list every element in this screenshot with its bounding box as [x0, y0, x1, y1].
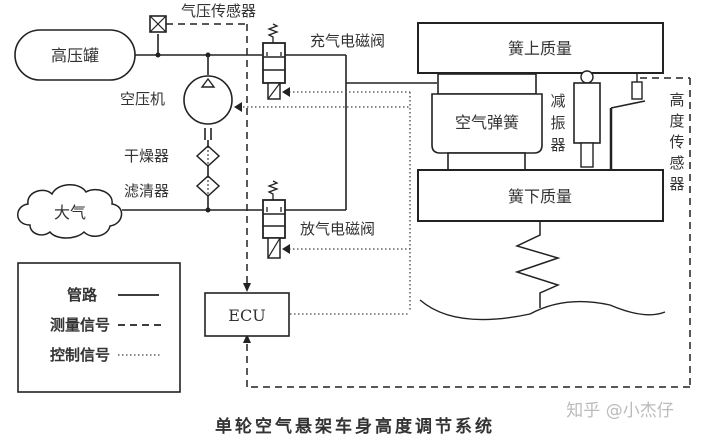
- tank-label: 高压罐: [51, 46, 99, 65]
- filter: 滤清器: [124, 174, 221, 200]
- damper-label-3: 器: [550, 136, 565, 154]
- ecu-label: ECU: [228, 306, 265, 325]
- diagram-title: 单轮空气悬架车身高度调节系统: [215, 416, 495, 437]
- control-arrow-inflate: [282, 87, 290, 97]
- legend: 管路 测量信号 控制信号: [17, 262, 181, 393]
- atmosphere-cloud: 大气: [17, 184, 123, 239]
- unsprung-mass: 簧下质量: [417, 169, 664, 222]
- arrow-to-ecu-bottom: [243, 334, 251, 343]
- dryer: 干燥器: [124, 144, 221, 168]
- height-sensor-label-3: 传: [669, 133, 684, 151]
- air-spring-label: 空气弹簧: [455, 113, 519, 132]
- compressor-label: 空压机: [120, 90, 165, 108]
- air-spring: 空气弹簧: [431, 73, 543, 171]
- inflate-valve-label: 充气电磁阀: [310, 32, 385, 50]
- height-sensor-label-1: 高: [669, 91, 684, 109]
- junction-dot: [155, 52, 161, 58]
- atmosphere-label: 大气: [54, 203, 86, 222]
- junction-dot: [205, 207, 211, 213]
- height-sensor-label-5: 器: [669, 175, 684, 193]
- height-sensor-linkage: [609, 73, 646, 170]
- legend-label-pipeline: 管路: [67, 286, 98, 304]
- damper: 减 振 器: [550, 70, 601, 168]
- watermark: 知乎 @小杰仔: [566, 401, 673, 421]
- damper-label-2: 振: [550, 114, 565, 132]
- sprung-mass-label: 簧上质量: [508, 39, 572, 58]
- ecu: ECU: [204, 292, 290, 337]
- pipelines: [122, 34, 437, 211]
- tire-spring: [514, 221, 561, 308]
- control-arrow-exhaust: [282, 244, 290, 254]
- unsprung-mass-label: 簧下质量: [508, 187, 572, 206]
- high-pressure-tank: 高压罐: [14, 29, 136, 81]
- pressure-sensor-label: 气压传感器: [181, 2, 256, 20]
- pressure-sensor: 气压传感器: [149, 2, 256, 33]
- legend-label-measurement: 测量信号: [50, 316, 110, 334]
- dryer-label: 干燥器: [124, 147, 169, 165]
- arrow-to-ecu-top: [243, 283, 251, 292]
- control-signals: [243, 91, 411, 315]
- height-sensor-label-2: 度: [669, 112, 684, 130]
- junction-dot: [205, 52, 211, 58]
- height-sensor-label-4: 感: [669, 154, 684, 172]
- road-surface: [419, 299, 666, 321]
- exhaust-solenoid-valve: 放气电磁阀: [262, 180, 375, 259]
- filter-label: 滤清器: [124, 182, 169, 200]
- exhaust-valve-label: 放气电磁阀: [300, 220, 375, 238]
- measurement-signals: [166, 23, 691, 388]
- air-compressor: 空压机: [120, 75, 233, 125]
- control-arrow-compressor: [234, 102, 242, 112]
- damper-label-1: 减: [550, 92, 565, 110]
- legend-label-control: 控制信号: [50, 346, 110, 364]
- sprung-mass: 簧上质量: [417, 22, 664, 74]
- inflate-solenoid-valve: 充气电磁阀: [262, 23, 385, 100]
